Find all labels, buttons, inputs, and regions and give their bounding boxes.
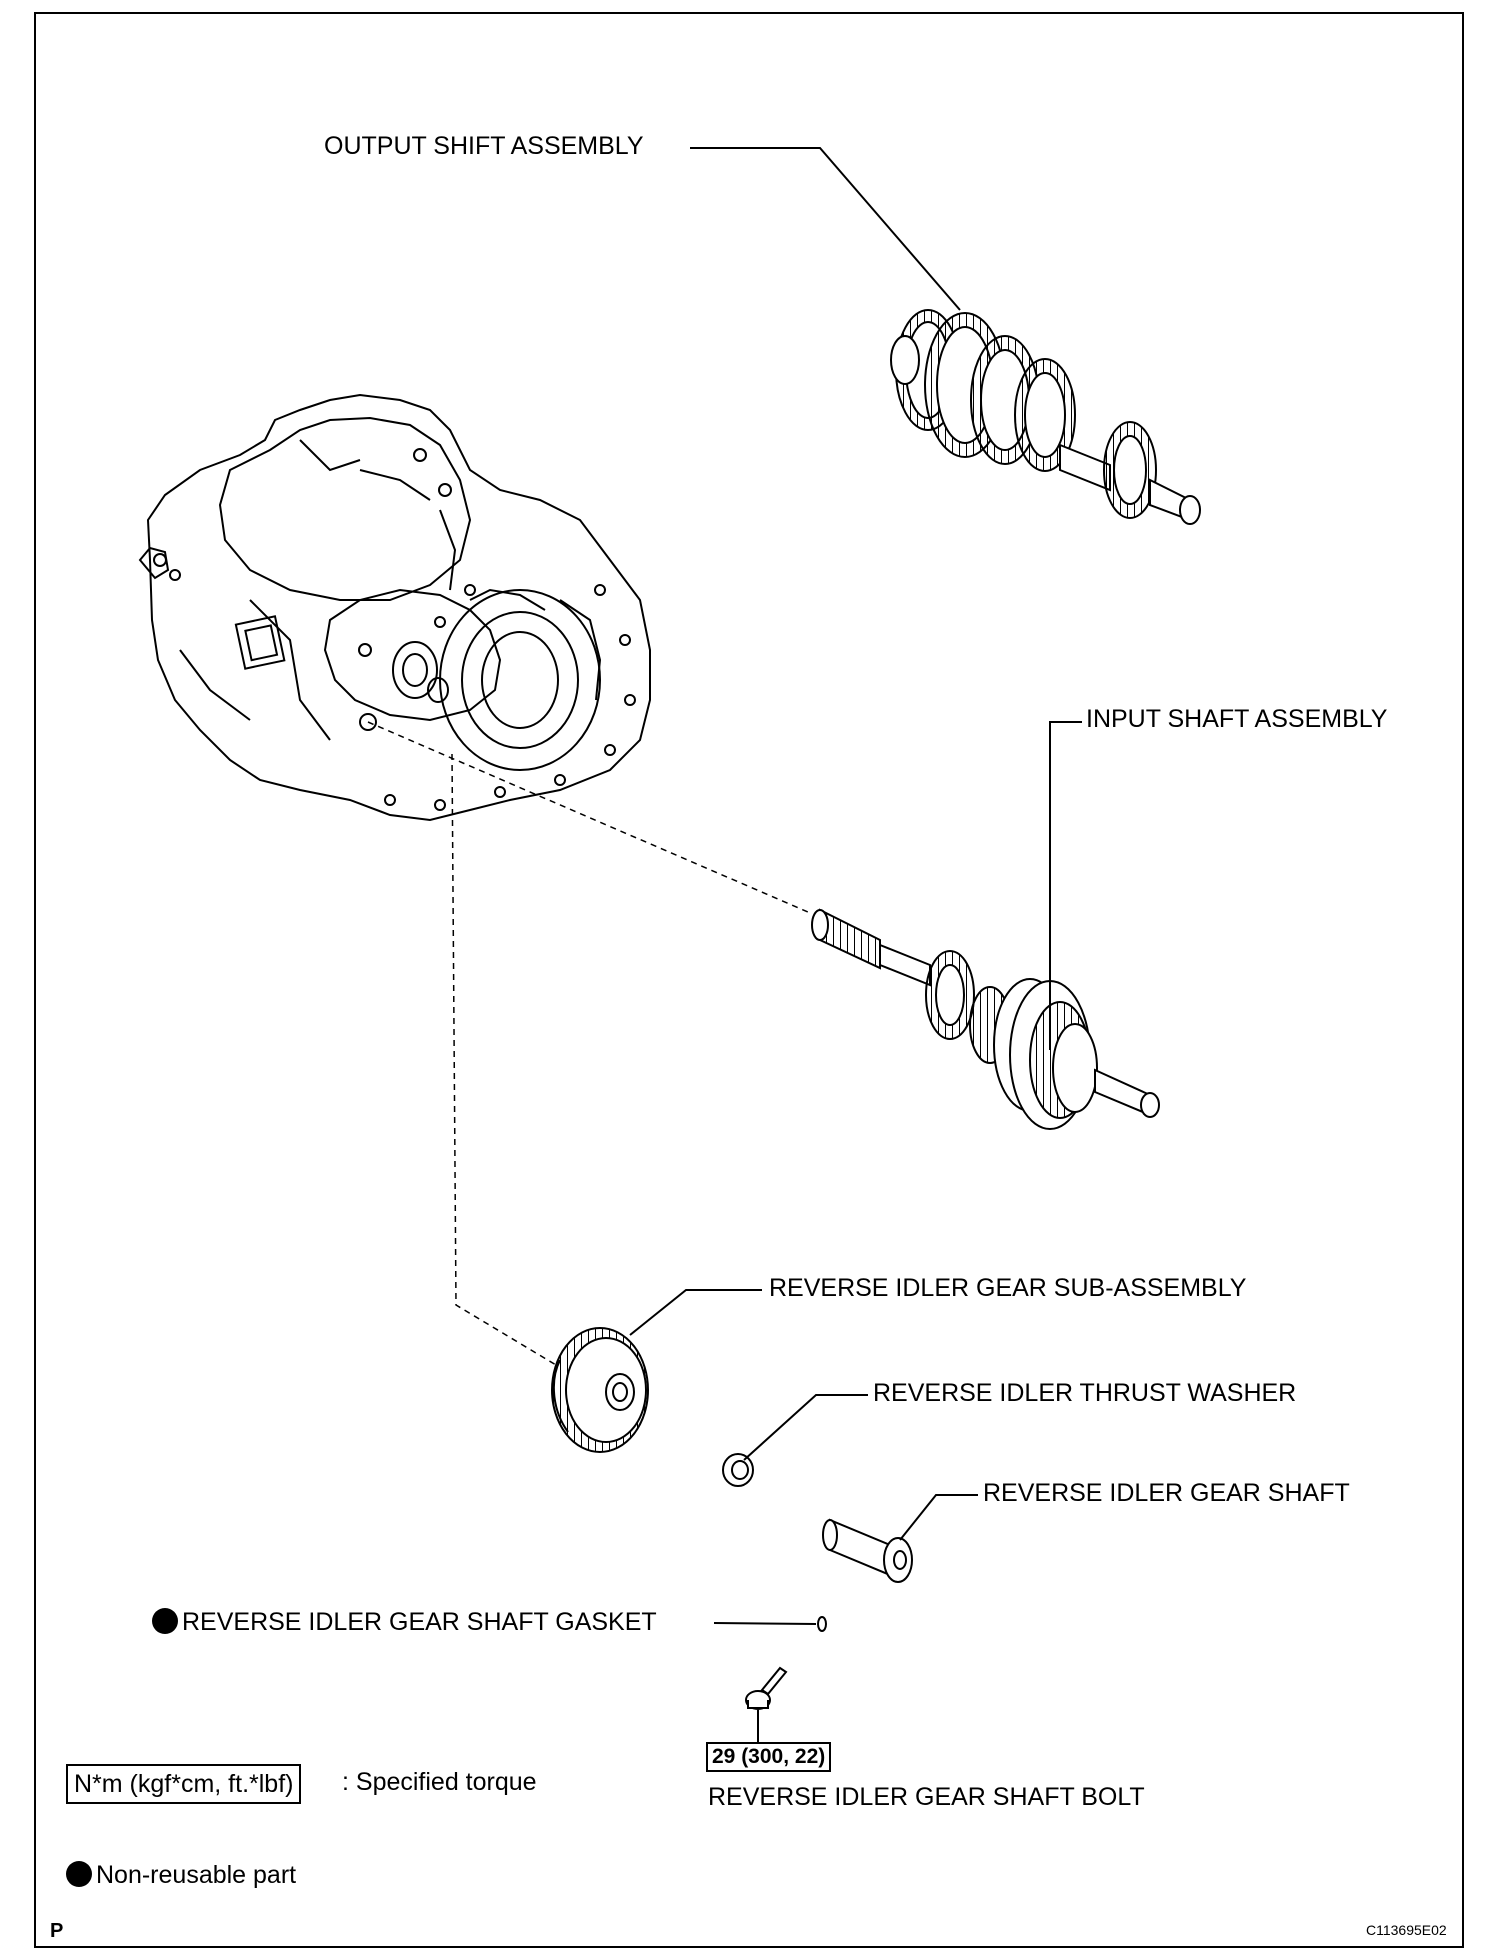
figure-code: C113695E02: [1366, 1922, 1447, 1938]
leader-lines: [629, 147, 1082, 1742]
figure-frame: [34, 12, 1464, 1948]
label-bolt: REVERSE IDLER GEAR SHAFT BOLT: [708, 1783, 1145, 1811]
label-output-shaft: OUTPUT SHIFT ASSEMBLY: [324, 132, 644, 160]
non-reusable-dot-icon: [66, 1861, 92, 1887]
non-reusable-dot-icon: [152, 1608, 178, 1634]
label-thrust-washer: REVERSE IDLER THRUST WASHER: [873, 1379, 1297, 1407]
legend-non-reusable-text: Non-reusable part: [96, 1861, 297, 1889]
legend-torque-desc: : Specified torque: [342, 1768, 537, 1796]
alignment-lines: [367, 721, 809, 1366]
transaxle-case: [138, 393, 651, 822]
thrust-washer: [722, 1453, 754, 1487]
shaft-gasket: [817, 1616, 827, 1632]
footer-left-mark: P: [50, 1920, 64, 1942]
legend-torque-box: N*m (kgf*cm, ft.*lbf): [66, 1764, 302, 1804]
output-shaft-assembly: [890, 309, 1201, 525]
label-gear-shaft: REVERSE IDLER GEAR SHAFT: [983, 1479, 1350, 1507]
label-input-shaft: INPUT SHAFT ASSEMBLY: [1086, 705, 1388, 733]
label-idler-gear: REVERSE IDLER GEAR SUB-ASSEMBLY: [769, 1274, 1247, 1302]
label-gasket-text: REVERSE IDLER GEAR SHAFT GASKET: [182, 1608, 657, 1636]
legend-non-reusable: Non-reusable part: [66, 1860, 296, 1890]
idler-gear-shaft: [822, 1518, 913, 1583]
shaft-bolt: [745, 1666, 788, 1710]
label-gasket: REVERSE IDLER GEAR SHAFT GASKET: [152, 1607, 657, 1637]
torque-value-box: 29 (300, 22): [706, 1742, 832, 1772]
input-shaft-assembly: [811, 908, 1160, 1130]
reverse-idler-gear: [551, 1327, 649, 1453]
